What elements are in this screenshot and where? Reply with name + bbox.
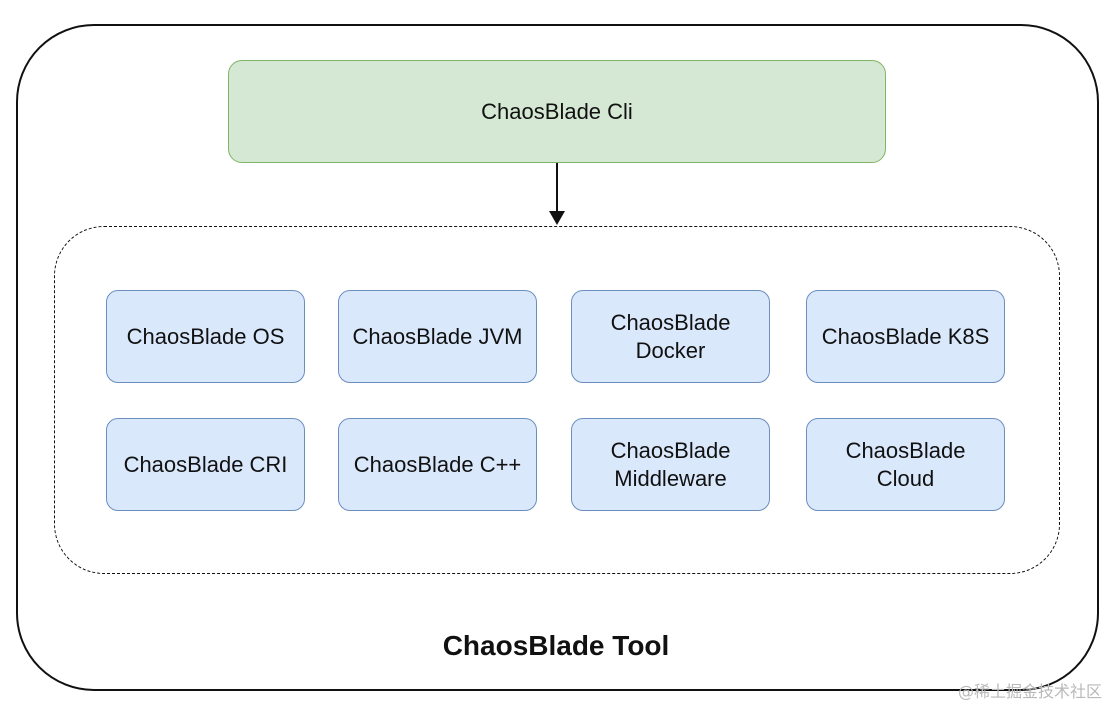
module-label: ChaosBlade OS	[126, 323, 285, 349]
module-jvm: ChaosBlade JVM	[338, 290, 537, 383]
watermark: @稀土掘金技术社区	[957, 682, 1102, 701]
module-label: ChaosBlade JVM	[352, 323, 523, 349]
module-middleware: ChaosBlade Middleware	[571, 418, 770, 511]
module-cri: ChaosBlade CRI	[106, 418, 305, 511]
module-label: ChaosBlade CRI	[123, 451, 288, 477]
module-cloud: ChaosBlade Cloud	[806, 418, 1005, 511]
module-label: ChaosBlade Docker	[610, 309, 731, 363]
chaosblade-tool-container	[16, 24, 1099, 691]
module-os: ChaosBlade OS	[106, 290, 305, 383]
cli-node-label: ChaosBlade Cli	[481, 98, 633, 124]
cli-node: ChaosBlade Cli	[228, 60, 886, 163]
module-label: ChaosBlade Middleware	[610, 437, 731, 491]
module-label: ChaosBlade C++	[353, 451, 522, 477]
module-cpp: ChaosBlade C++	[338, 418, 537, 511]
tool-title: ChaosBlade Tool	[442, 630, 670, 661]
module-label: ChaosBlade Cloud	[845, 437, 966, 491]
modules-group	[54, 226, 1060, 574]
arrow-head-icon	[549, 211, 565, 225]
module-label: ChaosBlade K8S	[821, 323, 990, 349]
module-k8s: ChaosBlade K8S	[806, 290, 1005, 383]
module-docker: ChaosBlade Docker	[571, 290, 770, 383]
